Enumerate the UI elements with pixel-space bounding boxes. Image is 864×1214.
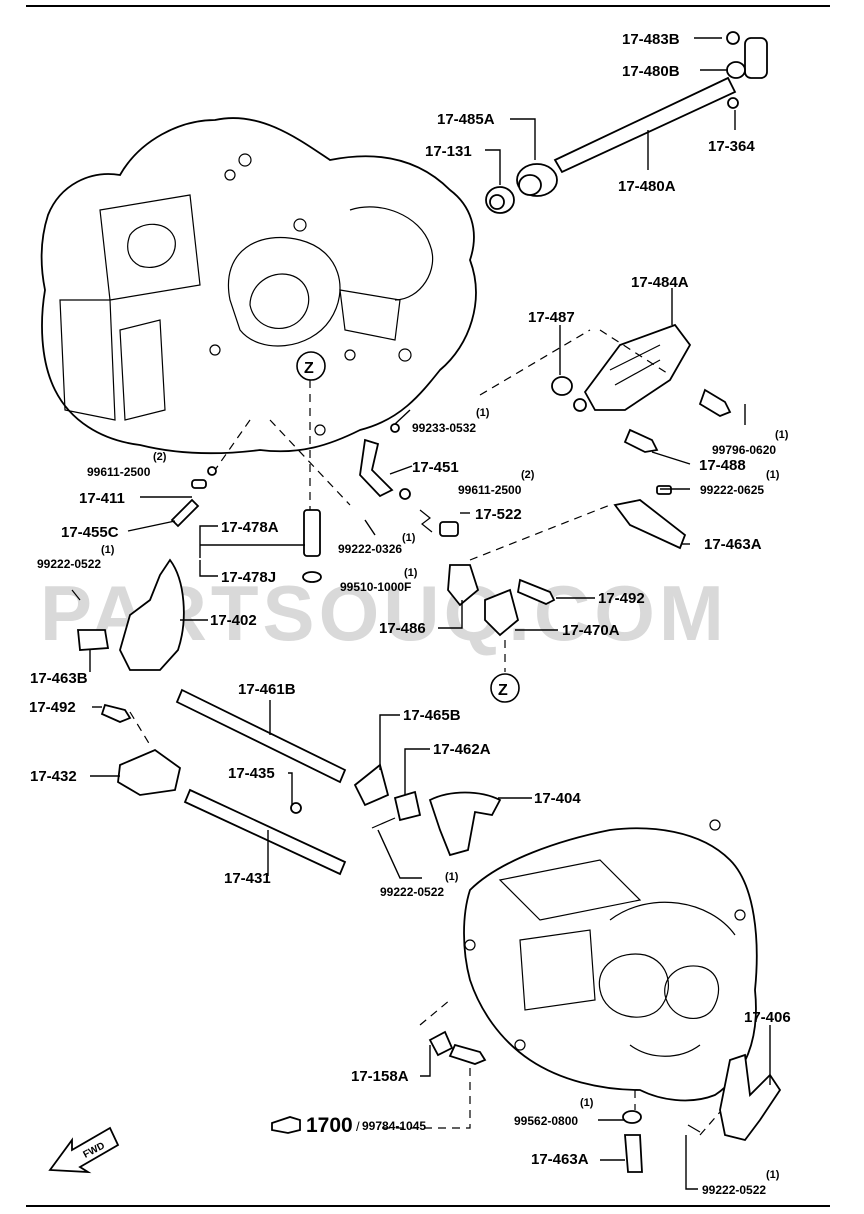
z-marker-bottom-label: Z (498, 682, 508, 699)
part-label: 17-411 (79, 490, 125, 507)
part-qty: (2) (521, 469, 535, 481)
part-qty: (1) (766, 469, 780, 481)
part-shapes (48, 31, 782, 1174)
part-label: 99510-1000F (340, 580, 411, 594)
part-label: 17-488 (699, 457, 746, 474)
part-label: 99222-0522 (380, 885, 444, 899)
leader-lines (89, 37, 771, 1190)
z-marker-top: Z (296, 351, 326, 381)
part-qty: (2) (153, 451, 167, 463)
part-label: 17-485A (437, 111, 495, 128)
part-label: 17-461B (238, 681, 296, 698)
assembly-lines (129, 329, 721, 1136)
part-label: 17-484A (631, 274, 689, 291)
clutch-housing-illustration (40, 117, 477, 455)
part-label: 17-432 (30, 768, 77, 785)
part-label: 17-522 (475, 506, 522, 523)
part-qty: (1) (101, 544, 115, 556)
part-label: 99233-0532 (412, 421, 476, 435)
part-label: 17-131 (425, 143, 472, 160)
part-label: 17-480B (622, 63, 680, 80)
part-qty: (1) (766, 1169, 780, 1181)
reference-hand-icon (271, 1116, 301, 1134)
part-label: 17-455C (61, 524, 119, 541)
part-label: 17-483B (622, 31, 680, 48)
part-label: 17-492 (598, 590, 645, 607)
part-label: 17-492 (29, 699, 76, 716)
transmission-case-illustration (463, 819, 758, 1102)
part-label: 17-402 (210, 612, 257, 629)
part-qty: (1) (476, 407, 490, 419)
part-qty: (1) (775, 429, 789, 441)
part-label: 17-364 (708, 138, 755, 155)
part-label: 17-478A (221, 519, 279, 536)
part-label: 17-462A (433, 741, 491, 758)
part-label: 17-463B (30, 670, 88, 687)
z-marker-bottom: Z (490, 673, 520, 703)
part-qty: (1) (445, 871, 459, 883)
reference-separator: / (356, 1119, 360, 1134)
fwd-arrow-shape (48, 1126, 120, 1174)
reference-code: 99784-1045 (362, 1119, 426, 1133)
part-qty: (1) (402, 532, 416, 544)
part-label: 99222-0522 (37, 557, 101, 571)
part-label: 17-465B (403, 707, 461, 724)
part-label: 99611-2500 (87, 465, 151, 479)
part-label: 17-478J (221, 569, 276, 586)
part-label: 17-431 (224, 870, 271, 887)
part-label: 17-406 (744, 1009, 791, 1026)
part-label: 99222-0625 (700, 483, 764, 497)
part-label: 17-158A (351, 1068, 409, 1085)
part-label: 17-463A (531, 1151, 589, 1168)
part-label: 17-487 (528, 309, 575, 326)
part-label: 17-451 (412, 459, 459, 476)
part-label: 17-486 (379, 620, 426, 637)
part-label: 17-463A (704, 536, 762, 553)
z-marker-top-label: Z (304, 360, 314, 377)
part-label: 17-435 (228, 765, 275, 782)
part-label: 17-480A (618, 178, 676, 195)
part-qty: (1) (580, 1097, 594, 1109)
part-label: 99796-0620 (712, 443, 776, 457)
part-label: 99562-0800 (514, 1114, 578, 1128)
part-labels: 17-483B 17-480B 17-364 17-485A 17-131 17… (29, 31, 791, 1197)
part-label: 17-404 (534, 790, 581, 807)
part-label: 99222-0326 (338, 542, 402, 556)
part-label: 17-470A (562, 622, 620, 639)
part-label: 99611-2500 (458, 483, 522, 497)
reference-page: 1700 (306, 1114, 353, 1137)
part-qty: (1) (404, 567, 418, 579)
part-label: 99222-0522 (702, 1183, 766, 1197)
